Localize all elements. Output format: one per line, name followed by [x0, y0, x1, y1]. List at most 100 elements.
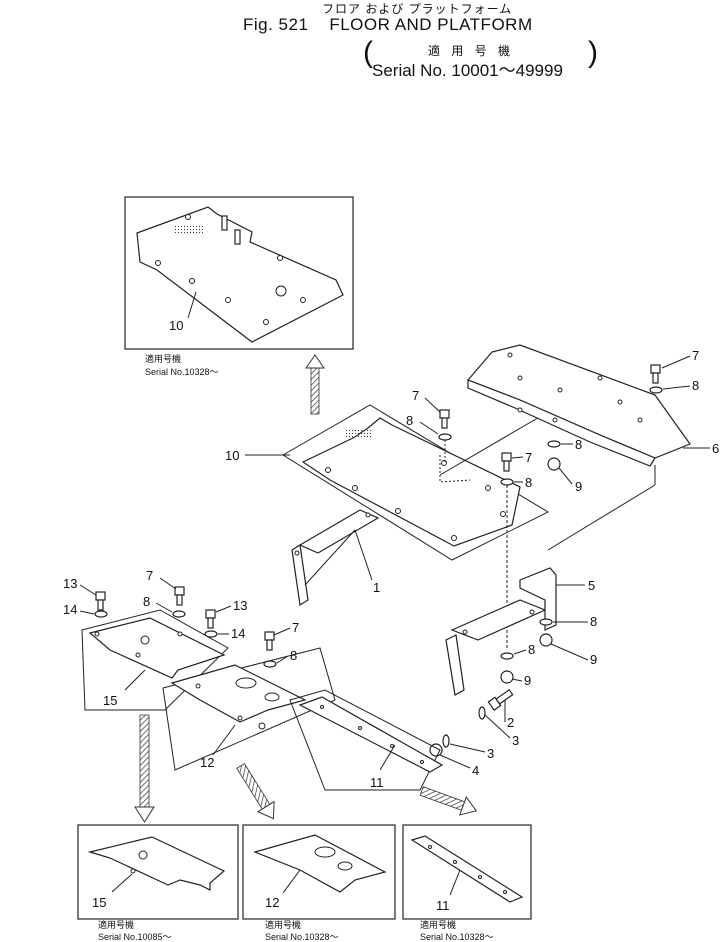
inset-left-caption: Serial No.10085～ [98, 932, 172, 942]
callout-8d: 8 [575, 437, 582, 452]
floor-plate-10-outline [282, 404, 550, 561]
callout-8a: 8 [406, 413, 413, 428]
callout-7b: 7 [525, 450, 532, 465]
callout-8f: 8 [528, 642, 535, 657]
callout-7e: 7 [292, 620, 299, 635]
hardware-group-center: 7 8 7 8 [406, 388, 532, 650]
hatched-arrow-up [310, 367, 320, 415]
bracket-5-upright [519, 567, 557, 631]
inset-top-caption-jp: 適用号機 [145, 353, 181, 364]
bracket-1-top [298, 509, 380, 554]
platform-6: 6 7 8 8 9 [466, 344, 719, 551]
inset-left-callout: 15 [92, 895, 106, 910]
bracket-1: 1 [291, 509, 380, 606]
inset-right-caption-jp: 適用号機 [420, 919, 456, 930]
callout-3a: 3 [512, 733, 519, 748]
floor-plate-10: 10 [225, 404, 550, 561]
floor-plate-10-grid [345, 428, 373, 438]
callout-8b: 8 [525, 475, 532, 490]
plate-15-plate [88, 617, 226, 679]
plate-12: 12 7 8 [162, 620, 336, 771]
nut-9b [539, 633, 553, 647]
washer-8c [649, 386, 663, 394]
japanese-title: フロア および プラットフォーム [322, 2, 513, 16]
callout-5: 5 [588, 578, 595, 593]
nut-9c [500, 670, 514, 684]
washer-8f [500, 652, 514, 660]
inset-middle: 12 適用号機 Serial No.10328～ [242, 824, 396, 942]
callout-8c: 8 [692, 378, 699, 393]
figure-title: Fig. 521 FLOOR AND PLATFORM [243, 15, 533, 35]
serial-range: Serial No. 10001～49999 [372, 61, 563, 80]
callout-13b: 13 [233, 598, 247, 613]
callout-4: 4 [472, 763, 479, 778]
inset-top-caption: Serial No.10328～ [145, 367, 219, 377]
callout-8e: 8 [590, 614, 597, 629]
callout-8g: 8 [143, 594, 150, 609]
bolt-7c-head [650, 364, 661, 374]
inset-top-floor-plate: 10 適用号機 Serial No.10328～ [124, 196, 354, 377]
platform-6-flange [467, 379, 656, 467]
inset-top-frame [124, 196, 354, 350]
callout-14a: 14 [63, 602, 77, 617]
inset-middle-plate [253, 834, 387, 893]
inset-middle-caption: Serial No.10328～ [265, 932, 339, 942]
plate-15: 15 13 14 7 8 13 14 [63, 568, 247, 711]
callout-10: 10 [225, 448, 239, 463]
bolt-2 [487, 688, 514, 711]
inset-right-strip [410, 835, 524, 903]
callout-7c: 7 [692, 348, 699, 363]
callout-13a: 13 [63, 576, 77, 591]
inset-top-plate [136, 206, 344, 343]
inset-left-plate [87, 836, 226, 891]
inset-right: 11 適用号機 Serial No.10328～ [402, 824, 532, 942]
washer-8b [500, 478, 514, 486]
washer-8e [539, 618, 553, 626]
bracket-1-leg [291, 544, 309, 606]
inset-top-callout: 10 [169, 318, 183, 333]
hatched-arrow-down-right [419, 786, 478, 816]
serial-japanese-label: 適 用 号 機 [428, 44, 515, 58]
bolt-7a-head [439, 409, 450, 419]
inset-middle-callout: 12 [265, 895, 279, 910]
hatched-arrow-down-left-head [134, 806, 155, 823]
callout-7d: 7 [146, 568, 153, 583]
inset-top-grid-area [173, 225, 203, 235]
callout-12: 12 [200, 755, 214, 770]
callout-1: 1 [373, 580, 380, 595]
callout-9b: 9 [590, 652, 597, 667]
nut-9a [547, 457, 561, 471]
hatched-arrow-up-head [305, 354, 325, 369]
inset-left-caption-jp: 適用号機 [98, 919, 134, 930]
bolt-7c-shank [652, 372, 659, 384]
callout-11: 11 [370, 775, 384, 790]
washer-8a [438, 433, 452, 441]
callout-9a: 9 [575, 479, 582, 494]
right-paren: ) [588, 36, 598, 69]
inset-right-callout: 11 [436, 898, 450, 913]
hatched-arrow-down-left [139, 714, 150, 808]
washer-8d [547, 440, 561, 448]
left-paren: ( [363, 36, 373, 69]
inset-right-frame [402, 824, 532, 920]
plate-12-plate [170, 664, 307, 723]
inset-top-stud-b [234, 229, 241, 245]
callout-6: 6 [712, 441, 719, 456]
washer-3b [442, 734, 450, 748]
hatched-arrow-down-middle [236, 763, 275, 820]
inset-middle-frame [242, 824, 396, 920]
inset-left-frame [77, 824, 239, 920]
callout-9c: 9 [524, 673, 531, 688]
plate-11: 11 [289, 689, 444, 791]
inset-left: 15 適用号機 Serial No.10085～ [77, 824, 239, 942]
figure-name: FLOOR AND PLATFORM [329, 15, 533, 34]
bolt-7b-head [501, 452, 512, 462]
bolt-7b-shank [503, 460, 510, 472]
figure-number: Fig. 521 [243, 15, 309, 34]
callout-3b: 3 [487, 746, 494, 761]
callout-14b: 14 [231, 626, 245, 641]
inset-middle-caption-jp: 適用号機 [265, 919, 301, 930]
inset-top-stud-a [221, 215, 228, 231]
plate-11-strip [298, 696, 444, 773]
